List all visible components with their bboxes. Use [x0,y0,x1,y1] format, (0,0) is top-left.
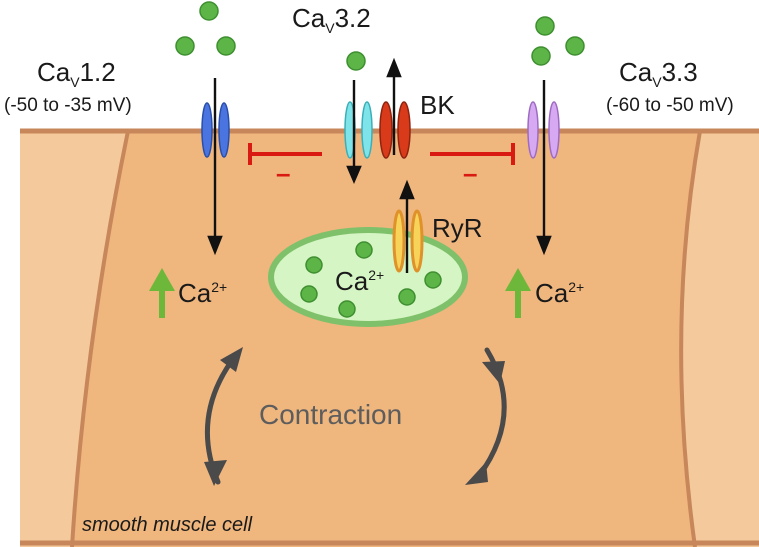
cytosolic-calcium-left: Ca2+ [178,280,227,306]
cav32-label: CaV3.2 [292,3,371,35]
cell-left-boundary [70,130,130,547]
channel-subunit [201,102,213,158]
arrowhead [465,462,488,485]
arrowhead [505,268,531,291]
calcium-ion [424,271,442,289]
cell-label: smooth muscle cell [82,514,253,536]
cav12-voltage-range: (-50 to -35 mV) [4,95,132,116]
ryr-channel [392,209,424,273]
cell-left-end [20,131,128,547]
cell-right-end [681,131,759,547]
arrowhead [482,361,505,384]
arrowhead [346,165,362,185]
cav32-base: Ca [292,3,326,33]
calcium-ion [199,1,219,21]
calcium-ion [531,46,551,66]
calcium-ion [216,36,236,56]
bk-channel [379,101,411,159]
cav12-channel [201,102,230,158]
channel-subunit [392,209,406,273]
ryr-label: RyR [432,213,483,243]
channel-subunit [548,101,560,159]
cav33-sub: V [652,74,662,90]
cav33-channel [527,101,560,159]
channel-subunit [379,101,393,159]
calcium-base: Ca [535,278,569,308]
calcium-ion [338,300,356,318]
flux-arrows [207,57,552,273]
calcium-base: Ca [178,278,212,308]
bk-label: BK [420,90,455,120]
calcium-charge: 2+ [211,279,228,295]
channel-subunit [218,102,230,158]
calcium-ion [300,285,318,303]
calcium-ion [175,36,195,56]
arrowhead [207,235,223,256]
cav32-number: 3.2 [334,3,371,33]
channel-subunit [527,101,539,159]
arrowhead [149,268,175,291]
calcium-ion [346,51,366,71]
calcium-ion [305,256,323,274]
inhibition-sign-right: – [463,158,478,188]
arrowhead [536,235,552,256]
extracellular-ions-left [175,1,236,56]
contraction-label: Contraction [259,399,403,430]
cav33-voltage-range: (-60 to -50 mV) [606,95,734,116]
cav33-number: 3.3 [661,57,698,87]
inhibition-left [248,143,322,165]
calcium-ion [355,241,373,259]
cav32-sub: V [325,20,335,36]
arrowhead [220,347,243,372]
cav33-base: Ca [619,57,653,87]
cav12-number: 1.2 [79,57,116,87]
cell-right-boundary [679,130,702,547]
channel-subunit [397,101,411,159]
calcium-ion [398,288,416,306]
extracellular-ions-right [531,16,585,66]
cytoplasm [20,131,759,547]
arrow-shaft [159,289,165,318]
calcium-charge: 2+ [368,267,385,283]
inhibition-right [430,143,515,165]
inhibition-sign-left: – [276,158,291,188]
sr-calcium-ions [300,241,442,318]
calcium-base: Ca [335,266,369,296]
cytosolic-calcium-right: Ca2+ [535,280,584,306]
calcium-ion [535,16,555,36]
cav33-label: CaV3.3 [619,57,698,89]
arrowhead [386,57,402,78]
increase-arrow-right [505,268,531,318]
cav12-label: CaV1.2 [37,57,116,89]
cav12-base: Ca [37,57,71,87]
arrowhead [204,460,227,486]
channel-subunit [410,209,424,273]
increase-arrow-left [149,268,175,318]
sr-calcium-label: Ca2+ [335,268,384,294]
channel-subunit [361,101,373,159]
cycle-arrowheads [204,347,505,486]
arrow-shaft [515,289,521,318]
calcium-charge: 2+ [568,279,585,295]
cav12-sub: V [70,74,80,90]
arrowhead [399,179,415,200]
calcium-ion [565,36,585,56]
